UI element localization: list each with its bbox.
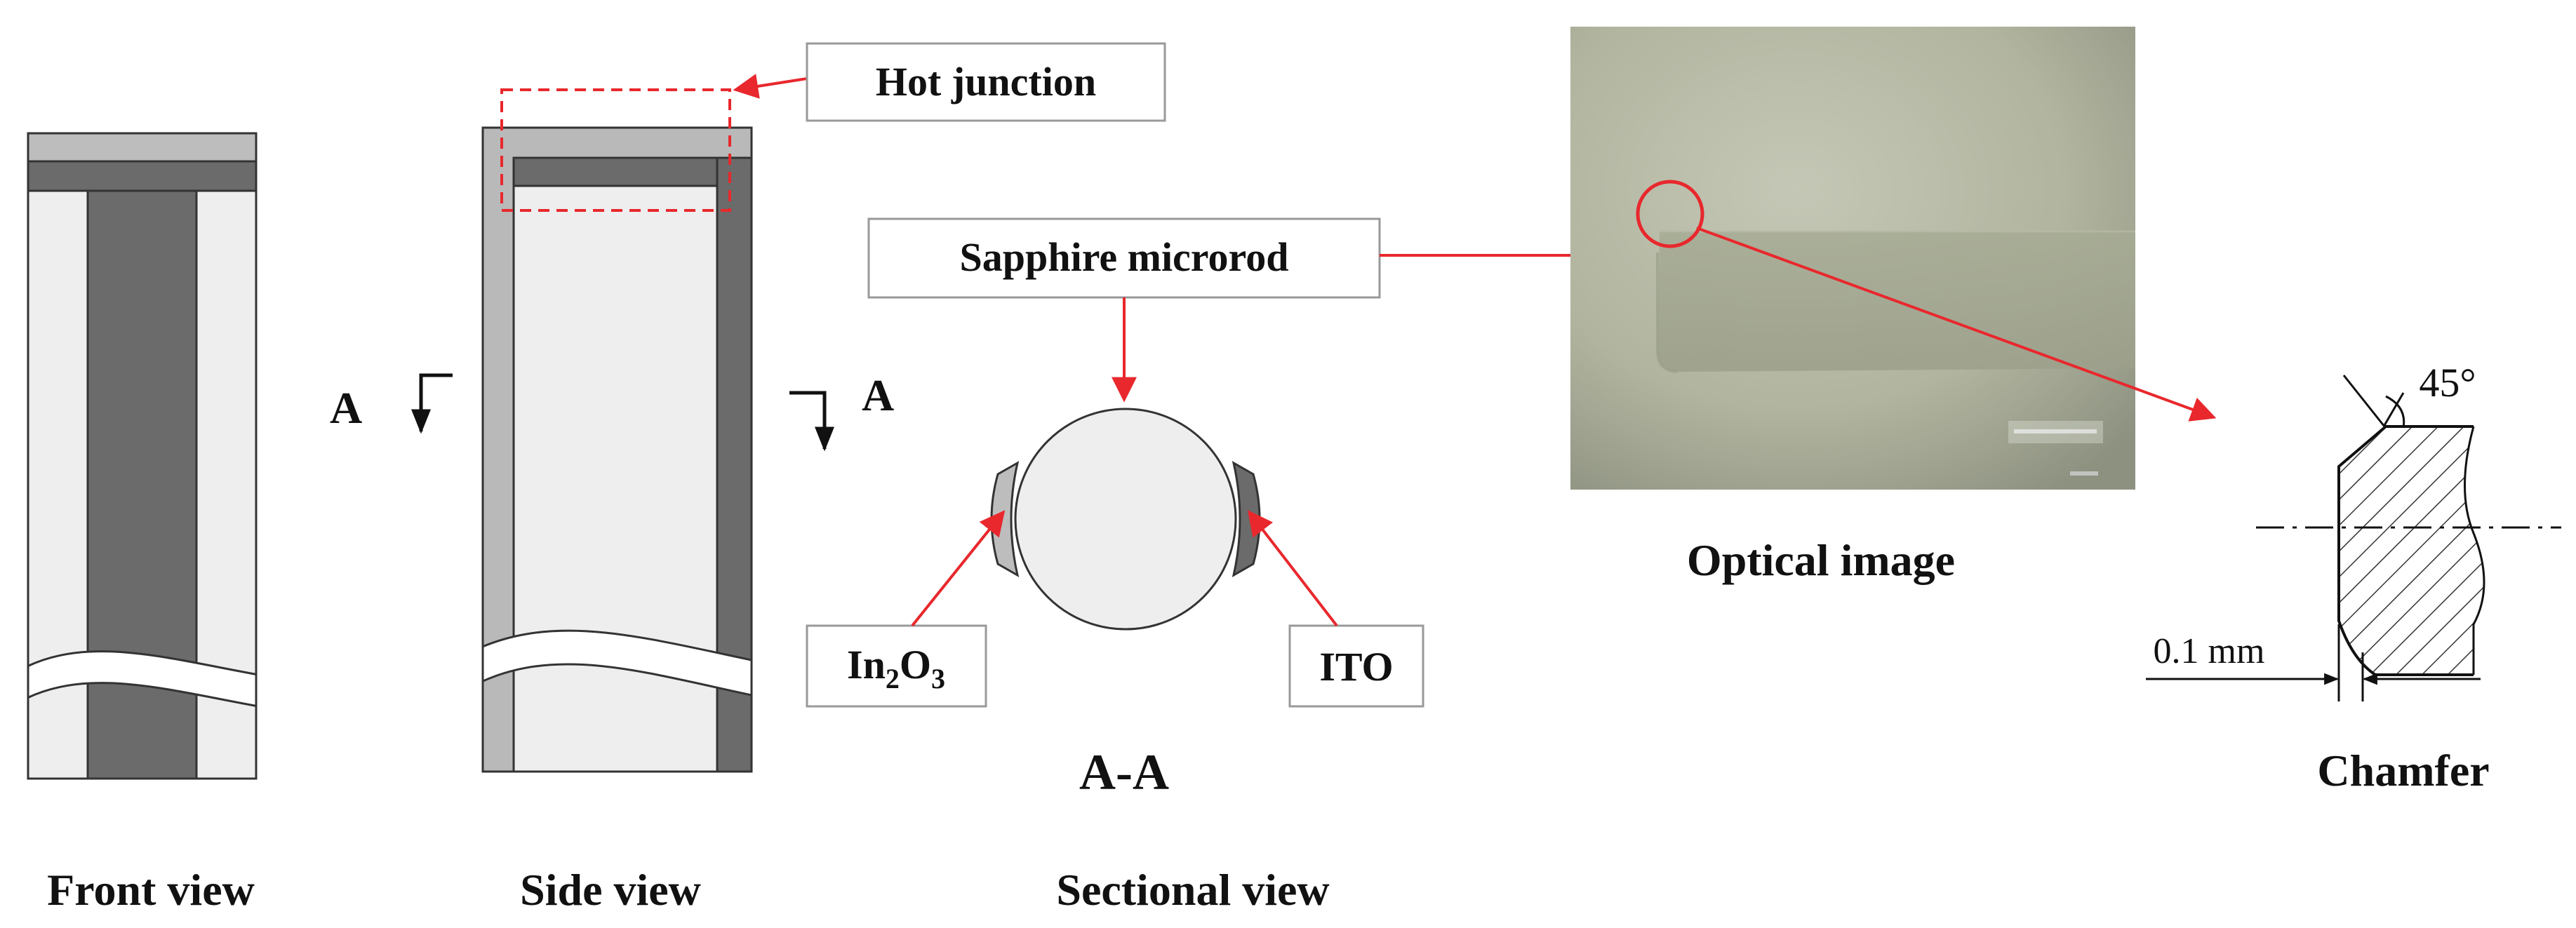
section-marker-right: A	[862, 370, 894, 420]
section-title: A-A	[1079, 744, 1169, 800]
in2o3-box	[806, 624, 987, 708]
chamfer-profile-fill	[2339, 426, 2484, 675]
sectional-view-caption: Sectional view	[1056, 865, 1329, 915]
side-substrate	[512, 184, 719, 772]
in2o3-film-arc	[990, 461, 1020, 577]
sapphire-cross-section	[1014, 408, 1237, 631]
hot-junction-label: Hot junction	[876, 59, 1096, 105]
dimension-label: 0.1 mm	[2154, 631, 2265, 671]
front-break-band	[28, 650, 256, 707]
chamfer-outline	[2337, 425, 2474, 676]
chamfer-caption: Chamfer	[2317, 746, 2489, 795]
front-view-sensor	[27, 132, 258, 780]
section-arrow-right	[789, 391, 834, 452]
junction-highlight-circle	[1636, 180, 1704, 248]
ito-box	[1288, 624, 1424, 708]
sectional-view	[990, 408, 1261, 631]
hot-junction-highlight	[500, 88, 731, 212]
section-marker-left: A	[330, 383, 362, 433]
angle-leader	[2342, 375, 2386, 427]
side-top-dark-layer	[512, 156, 719, 187]
scale-bar-marker	[2008, 421, 2103, 476]
front-top-light-layer	[28, 133, 256, 163]
side-view-caption: Side view	[520, 865, 701, 915]
ito-film-arc	[1232, 461, 1261, 577]
optical-image-caption: Optical image	[1687, 535, 1955, 585]
hot-junction-leader	[733, 74, 808, 99]
side-view-sensor	[481, 126, 753, 773]
ito-label: ITO	[1319, 644, 1393, 690]
angle-arc	[2385, 395, 2405, 429]
sapphire-microrod-label: Sapphire microrod	[960, 234, 1289, 280]
front-top-dark-layer	[28, 160, 256, 192]
angle-label: 45°	[2419, 360, 2476, 405]
in2o3-label: In2O3	[847, 642, 945, 694]
chamfer-break-line	[2464, 426, 2485, 675]
section-arrow-left	[411, 373, 453, 434]
sapphire-microrod-box	[867, 217, 1381, 299]
front-view-caption: Front view	[47, 865, 255, 915]
side-break-band	[483, 629, 752, 697]
ito-arrow	[1247, 510, 1338, 627]
optical-micrograph	[1570, 27, 2135, 490]
hot-junction-box	[806, 42, 1166, 122]
photo-to-chamfer-arrow	[1696, 227, 2217, 422]
in2o3-arrow	[911, 510, 1006, 627]
chamfer-detail: 45° 0.1 mm	[2146, 360, 2561, 701]
